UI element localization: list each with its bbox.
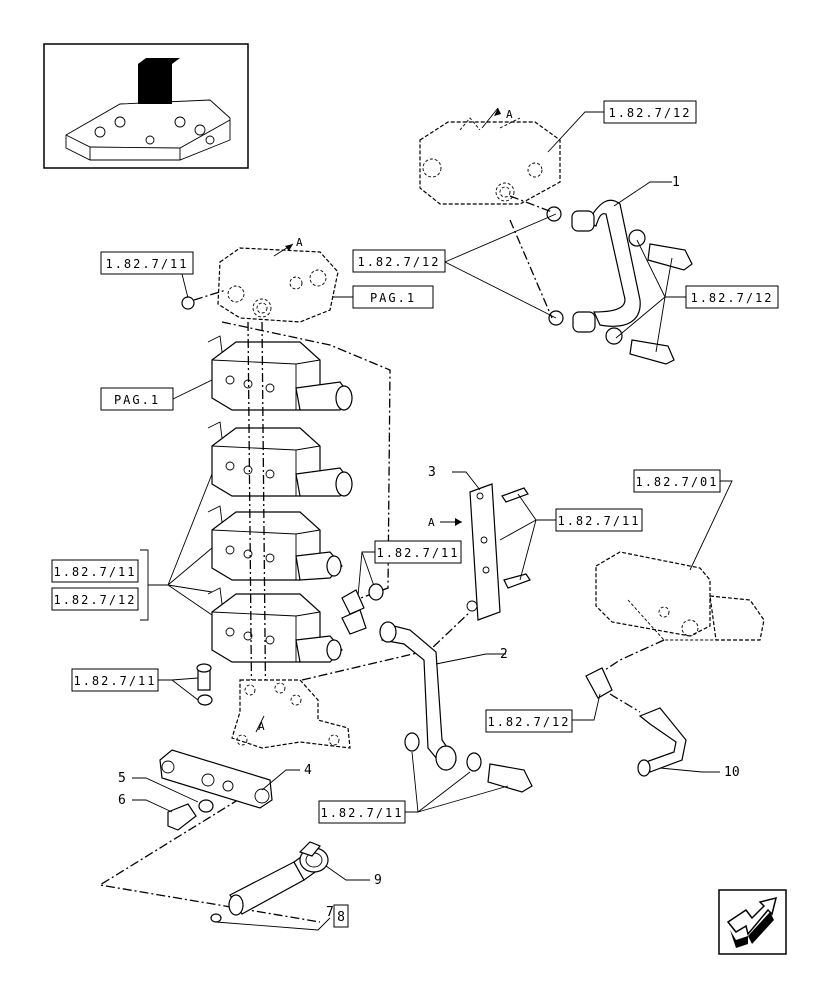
callout-left-1-82-7-11: 1.82.7/11	[105, 257, 188, 271]
view-a-arrow-top	[481, 107, 499, 129]
callout-center-1-82-7-11: 1.82.7/11	[376, 546, 459, 560]
distributor-head	[217, 247, 339, 323]
callout-box	[485, 709, 573, 733]
callout-box	[352, 249, 446, 273]
part-number-2: 2	[500, 647, 508, 662]
right-cylinder-assembly	[595, 551, 765, 641]
callout-bracket-1-82-7-11: 1.82.7/11	[557, 514, 640, 528]
part-6-bolt	[167, 803, 197, 831]
callout-bottom-left-1-82-7-11: 1.82.7/11	[73, 674, 156, 688]
callout-box	[100, 251, 194, 275]
view-marker-a-left: A	[296, 236, 303, 249]
view-marker-a-top: A	[506, 108, 513, 121]
valve-section-1	[207, 335, 353, 411]
part-10-pipe	[585, 667, 687, 777]
part-number-3: 3	[428, 465, 436, 480]
part-number-4: 4	[304, 763, 312, 778]
base-plate	[231, 679, 351, 749]
valve-section-2	[207, 421, 353, 497]
part-number-10: 10	[724, 765, 740, 780]
callout-box	[51, 587, 139, 611]
part-2-pipe	[379, 621, 533, 793]
callout-bottom-1-82-7-11: 1.82.7/11	[320, 806, 403, 820]
part-5-washer	[198, 799, 214, 813]
callout-pag1-mid: PAG.1	[114, 393, 160, 407]
callout-mid-1-82-7-12: 1.82.7/12	[357, 255, 440, 269]
part-9-clamp	[298, 841, 329, 873]
part-number-9: 9	[374, 873, 382, 888]
callout-top-1-82-7-12: 1.82.7/12	[608, 106, 691, 120]
view-marker-a-bottom: A	[258, 720, 265, 733]
valve-section-3	[207, 505, 343, 581]
part-3-bracket	[466, 483, 501, 621]
callout-box	[51, 559, 139, 583]
part-number-7: 7	[326, 905, 334, 920]
callout-left-stack-1-82-7-12: 1.82.7/12	[53, 593, 136, 607]
callout-box	[603, 100, 697, 124]
next-page-arrow-icon[interactable]	[718, 889, 787, 955]
callout-right-1-82-7-01: 1.82.7/01	[635, 475, 718, 489]
callout-box	[333, 904, 349, 928]
part-4-bracket	[159, 749, 273, 809]
view-marker-a-bracket: A	[428, 516, 435, 529]
part-number-1: 1	[672, 175, 680, 190]
callout-left-stack-1-82-7-11: 1.82.7/11	[53, 565, 136, 579]
tractor-lift-cover-thumbnail	[65, 58, 231, 161]
part-1-tube	[546, 199, 693, 365]
part-number-5: 5	[118, 771, 126, 786]
callout-pag1-top: PAG.1	[370, 291, 416, 305]
callout-ref-8: 8	[337, 910, 345, 925]
thumbnail-frame	[43, 43, 249, 169]
top-valve-block	[419, 117, 561, 205]
valve-section-4	[207, 587, 343, 663]
part-number-6: 6	[118, 793, 126, 808]
callout-right-1-82-7-12: 1.82.7/12	[690, 291, 773, 305]
callout-lower-right-1-82-7-12: 1.82.7/12	[487, 715, 570, 729]
